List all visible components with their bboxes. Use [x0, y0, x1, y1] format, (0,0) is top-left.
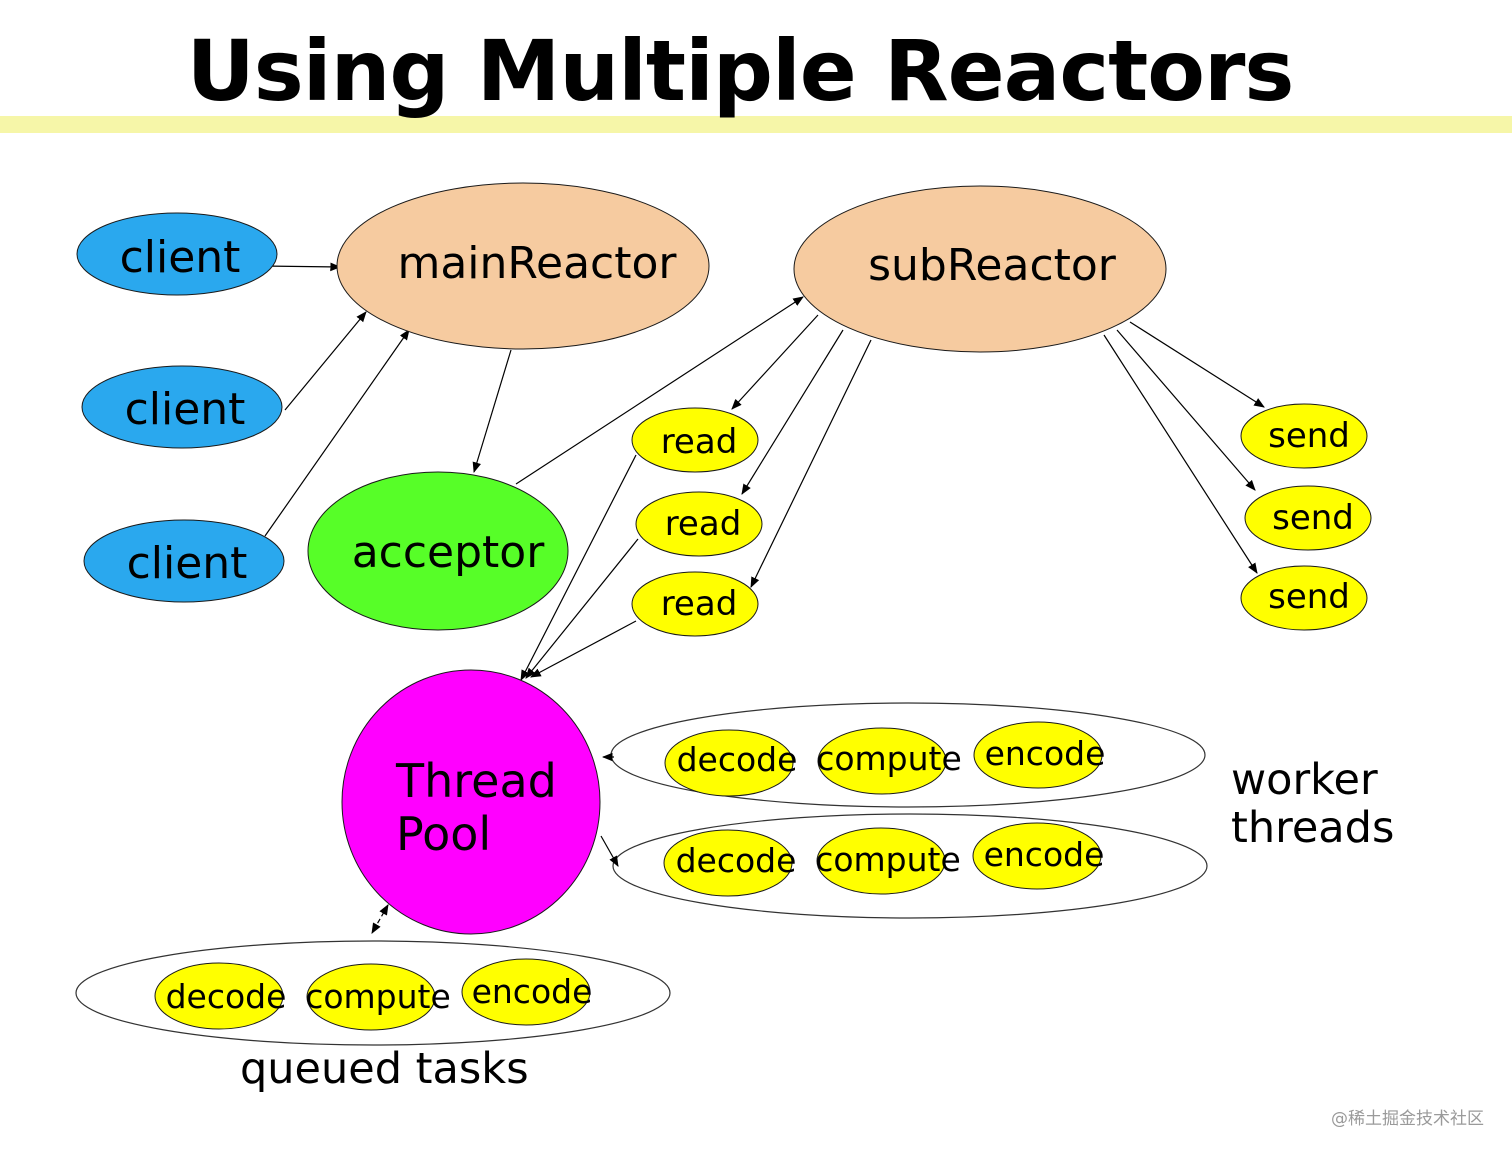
client-label-1: client [120, 232, 241, 283]
queued-decode-node [154, 962, 284, 1030]
edge-mainreactor-acceptor [472, 349, 512, 474]
acceptor-node [307, 471, 569, 631]
thread-pool-label-line2: Pool [396, 807, 491, 861]
queued-encode-label: encode [472, 972, 593, 1011]
read-node-3 [631, 571, 759, 637]
client-node-2 [81, 365, 283, 449]
page-title: Using Multiple Reactors [186, 22, 1295, 120]
worker2-decode-label: decode [676, 841, 797, 880]
edge-threadpool-worker2 [600, 835, 619, 867]
edge-subreactor-send3 [1103, 334, 1258, 574]
edge-acceptor-subreactor [515, 296, 804, 485]
worker-threads-label-line2: threads [1231, 803, 1395, 854]
send-label-3: send [1268, 577, 1350, 617]
queued-tasks-label: queued tasks [240, 1044, 529, 1094]
read-node-1 [631, 407, 759, 473]
send-node-1 [1240, 403, 1368, 469]
edge-client1-mainreactor [261, 262, 342, 272]
thread-pool-node [341, 669, 601, 935]
read-label-2: read [665, 504, 742, 544]
read-node-2 [635, 491, 763, 557]
thread-pool-label-line1: Thread [395, 754, 557, 808]
edge-subreactor-read1 [731, 314, 819, 410]
worker2-decode-node [663, 829, 793, 897]
worker2-encode-label: encode [984, 835, 1105, 874]
client-node-1 [76, 212, 278, 296]
edge-read3-threadpool [530, 620, 637, 678]
worker1-encode-node [973, 721, 1103, 789]
queued-compute-label: compute [305, 977, 451, 1016]
worker-threads-label-line1: worker [1231, 755, 1378, 805]
edge-threadpool-queue [371, 904, 389, 934]
worker2-compute-node [816, 827, 946, 895]
send-label-2: send [1272, 498, 1354, 538]
sub-reactor-node [793, 185, 1167, 353]
main-reactor-label: mainReactor [397, 238, 677, 289]
worker1-decode-node [664, 729, 794, 797]
watermark-text: @稀土掘金技术社区 [1331, 1109, 1484, 1129]
connectors [261, 262, 1265, 934]
worker1-decode-label: decode [677, 740, 798, 779]
send-label-1: send [1268, 416, 1350, 456]
edge-client2-mainreactor [284, 311, 367, 411]
sub-reactor-label: subReactor [868, 240, 1117, 291]
worker2-compute-label: compute [815, 840, 961, 879]
read-label-1: read [661, 422, 738, 462]
queued-encode-node [461, 958, 591, 1026]
edge-client3-mainreactor [264, 329, 410, 537]
worker-threads-label: worker threads [1231, 756, 1394, 852]
client-label-2: client [125, 384, 246, 435]
worker1-compute-label: compute [816, 739, 962, 778]
send-node-2 [1244, 485, 1372, 551]
worker2-encode-node [972, 822, 1102, 890]
edge-subreactor-send2 [1116, 329, 1256, 491]
send-node-3 [1240, 565, 1368, 631]
worker1-encode-label: encode [985, 734, 1106, 773]
edge-subreactor-read3 [750, 339, 872, 588]
edge-read1-threadpool [520, 454, 637, 681]
edge-read2-threadpool [525, 538, 639, 679]
edge-subreactor-read2 [741, 329, 844, 495]
client-node-3 [83, 519, 285, 603]
queued-decode-label: decode [166, 977, 287, 1016]
acceptor-label: acceptor [352, 527, 546, 578]
worker1-compute-node [817, 727, 947, 795]
edge-subreactor-send1 [1129, 321, 1265, 408]
client-label-3: client [127, 538, 248, 589]
main-reactor-node [336, 182, 710, 350]
read-label-3: read [661, 584, 738, 624]
title-underline-bar [0, 116, 1512, 133]
queued-compute-node [306, 963, 436, 1031]
